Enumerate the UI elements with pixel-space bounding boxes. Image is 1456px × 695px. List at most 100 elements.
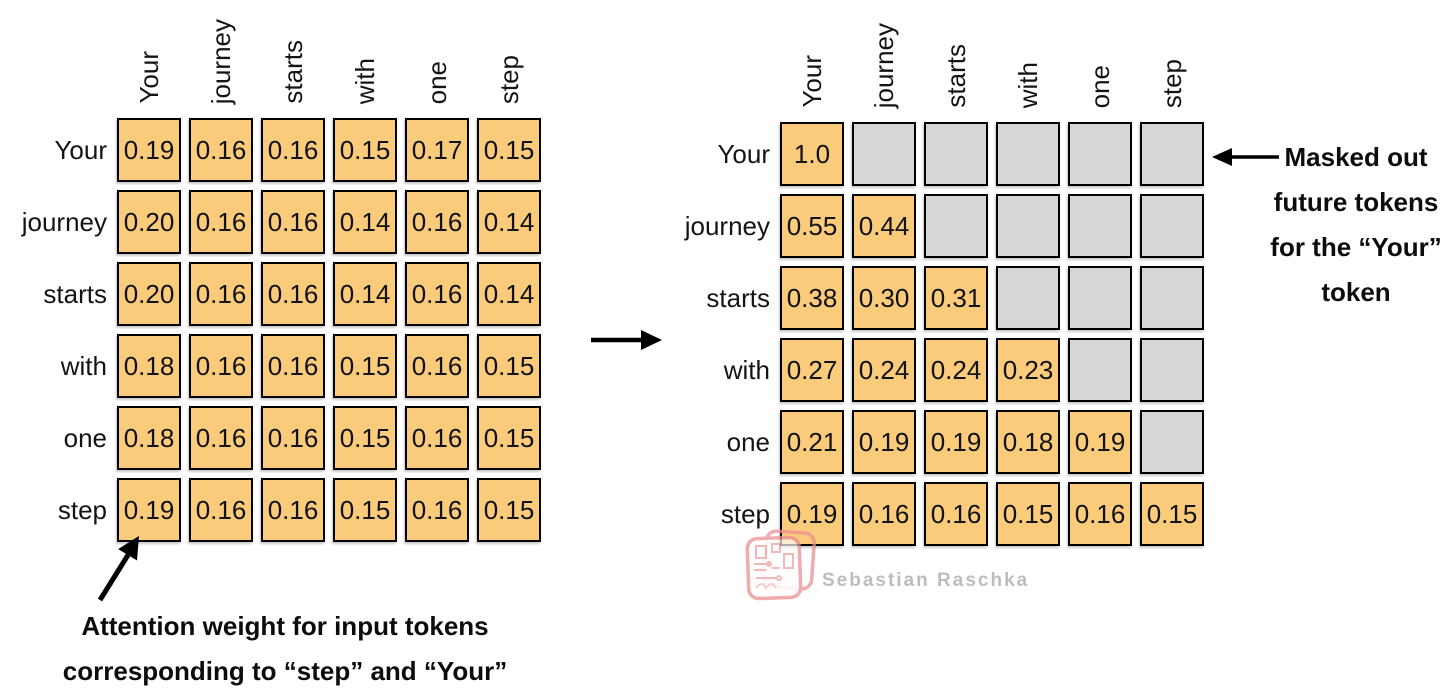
attention-weight-cell: 0.15	[477, 406, 541, 470]
column-label: Your	[780, 14, 844, 114]
masked-cell	[996, 266, 1060, 330]
attention-weight-cell: 0.20	[117, 262, 181, 326]
attention-weight-cell: 0.19	[117, 478, 181, 542]
column-label: starts	[924, 14, 988, 114]
column-label: one	[1068, 14, 1132, 114]
masked-cell	[1068, 194, 1132, 258]
attention-weight-cell: 0.16	[261, 406, 325, 470]
attention-weight-cell: 0.16	[189, 334, 253, 398]
row-label: journey	[21, 206, 107, 237]
row-label: step	[720, 498, 770, 529]
column-label-text: one	[422, 60, 452, 104]
attention-weight-cell: 0.16	[852, 482, 916, 546]
column-label-text: Your	[134, 51, 164, 104]
attention-weight-cell: 0.16	[261, 334, 325, 398]
attention-note-line: corresponding to “step” and “Your”	[62, 656, 508, 686]
attention-weight-cell: 0.17	[405, 118, 469, 182]
attention-weight-cell: 0.15	[333, 478, 397, 542]
attention-weight-cell: 0.16	[405, 262, 469, 326]
attention-weight-cell: 0.19	[117, 118, 181, 182]
attention-weight-cell: 0.16	[261, 190, 325, 254]
attention-weight-cell: 0.15	[333, 118, 397, 182]
attention-weight-cell: 0.14	[333, 190, 397, 254]
raschka-stamp-logo-icon	[745, 529, 816, 601]
attention-weight-cell: 0.20	[117, 190, 181, 254]
column-label: one	[405, 10, 469, 110]
column-label-text: with	[1013, 61, 1043, 108]
column-label: journey	[189, 10, 253, 110]
attention-weight-cell: 0.15	[333, 406, 397, 470]
watermark-text: Sebastian Raschka	[822, 570, 1030, 591]
attention-weight-cell: 0.14	[477, 262, 541, 326]
masked-cell	[924, 122, 988, 186]
masked-cell	[1140, 122, 1204, 186]
attention-weight-cell: 0.44	[852, 194, 916, 258]
row-label: with	[723, 354, 770, 385]
row-label: journey	[684, 210, 770, 241]
attention-weight-cell: 0.14	[333, 262, 397, 326]
attention-weight-cell: 0.18	[117, 334, 181, 398]
attention-weight-cell: 0.16	[189, 118, 253, 182]
row-label: step	[57, 494, 107, 525]
masked-cell	[852, 122, 916, 186]
column-label-text: starts	[941, 44, 971, 108]
masked-note-line: for the “Your”	[1270, 232, 1442, 262]
attention-weight-cell: 0.15	[477, 118, 541, 182]
column-label-text: Your	[797, 55, 827, 108]
masked-cell	[1140, 338, 1204, 402]
attention-weight-cell: 0.15	[996, 482, 1060, 546]
attention-weight-cell: 0.16	[261, 478, 325, 542]
attention-weight-cell: 0.16	[261, 262, 325, 326]
attention-weight-cell: 0.16	[405, 478, 469, 542]
attention-weight-cell: 0.16	[189, 190, 253, 254]
column-label-text: step	[1157, 58, 1187, 108]
row-label: Your	[54, 134, 107, 165]
attention-weight-cell: 0.19	[852, 410, 916, 474]
attention-weight-cell: 0.14	[477, 190, 541, 254]
attention-weight-cell: 0.24	[852, 338, 916, 402]
column-label-text: one	[1085, 64, 1115, 108]
column-label: step	[1140, 14, 1204, 114]
matrix-corner-spacer	[675, 14, 772, 114]
column-label: Your	[117, 10, 181, 110]
attention-weight-cell: 0.15	[333, 334, 397, 398]
attention-weight-cell: 0.16	[405, 406, 469, 470]
attention-note-line: Attention weight for input tokens	[81, 611, 489, 641]
attention-weight-cell: 0.16	[189, 478, 253, 542]
masked-cell	[924, 194, 988, 258]
attention-weight-cell: 1.0	[780, 122, 844, 186]
attention-weight-cell: 0.19	[924, 410, 988, 474]
masked-note: Masked out future tokens for the “Your” …	[1256, 135, 1456, 315]
masked-cell	[1140, 194, 1204, 258]
masked-note-line: token	[1321, 277, 1391, 307]
column-label: starts	[261, 10, 325, 110]
attention-weight-cell: 0.21	[780, 410, 844, 474]
attention-weight-cell: 0.24	[924, 338, 988, 402]
column-label-text: journey	[206, 18, 236, 104]
matrix-corner-spacer	[12, 10, 109, 110]
attention-weight-cell: 0.55	[780, 194, 844, 258]
column-label-text: step	[494, 54, 524, 104]
attention-weight-cell: 0.19	[780, 482, 844, 546]
transform-arrow-icon	[591, 330, 662, 350]
attention-weight-cell: 0.18	[996, 410, 1060, 474]
masked-cell	[1068, 266, 1132, 330]
attention-weight-cell: 0.15	[477, 478, 541, 542]
attention-weight-cell: 0.16	[405, 334, 469, 398]
row-label: starts	[706, 282, 770, 313]
attention-weight-cell: 0.15	[477, 334, 541, 398]
masked-cell	[1068, 122, 1132, 186]
attention-weight-cell: 0.27	[780, 338, 844, 402]
column-label-text: journey	[869, 22, 899, 108]
row-label: one	[63, 422, 107, 453]
row-label: one	[726, 426, 770, 457]
attention-weight-cell: 0.15	[1140, 482, 1204, 546]
attention-weight-arrow-icon	[97, 536, 139, 602]
attention-weight-cell: 0.16	[405, 190, 469, 254]
attention-note: Attention weight for input tokens corres…	[40, 604, 530, 694]
attention-weight-cell: 0.30	[852, 266, 916, 330]
attention-weight-cell: 0.16	[189, 406, 253, 470]
attention-weight-cell: 0.19	[1068, 410, 1132, 474]
